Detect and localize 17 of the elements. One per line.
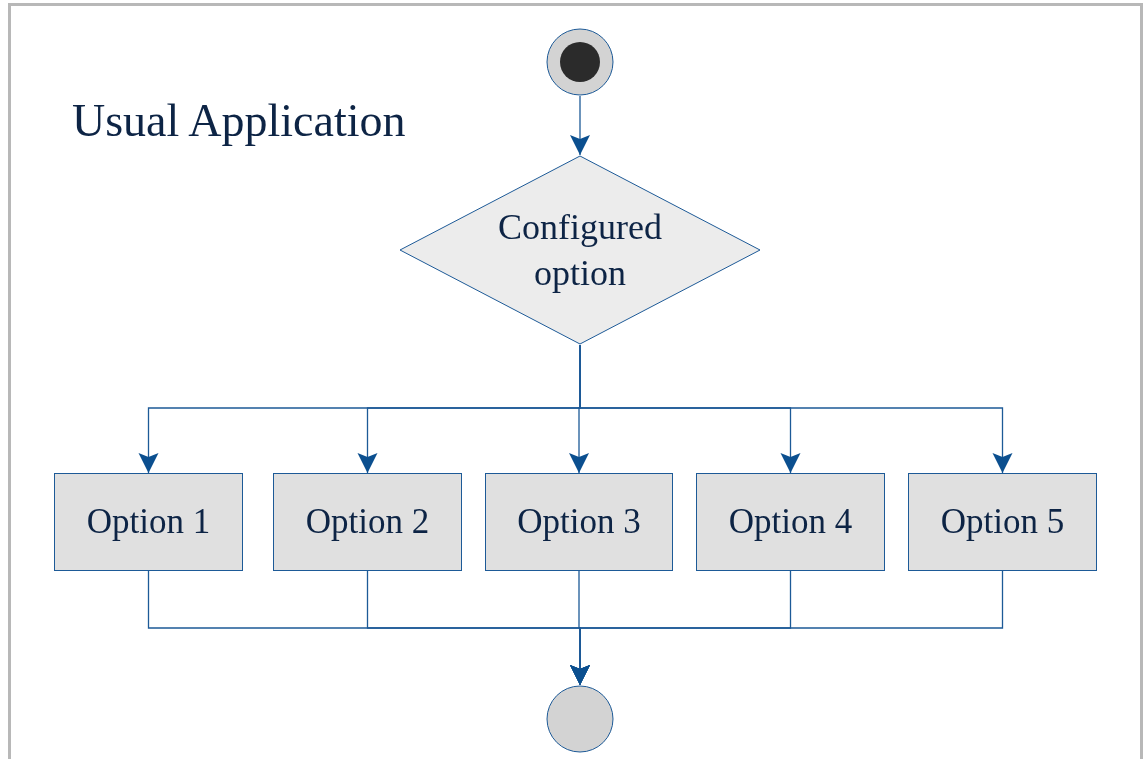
node-label: Option 2 bbox=[305, 501, 430, 544]
option-box bbox=[54, 473, 243, 571]
option-box bbox=[696, 473, 885, 571]
node-label: Option 3 bbox=[517, 501, 641, 544]
node-label: Option 5 bbox=[940, 501, 1065, 544]
option-box bbox=[273, 473, 462, 571]
arrow bbox=[570, 570, 1004, 686]
option-box bbox=[908, 473, 1097, 571]
option-box bbox=[485, 473, 673, 571]
node-label: Configured option bbox=[497, 206, 663, 295]
diagram-title: Usual Application bbox=[72, 98, 406, 144]
node-label: Option 4 bbox=[728, 501, 853, 544]
end-node-circle bbox=[546, 685, 614, 753]
start-node-circle bbox=[546, 28, 614, 96]
decision-diamond bbox=[399, 155, 761, 345]
arrow bbox=[570, 95, 590, 156]
node-label: Option 1 bbox=[86, 501, 211, 544]
